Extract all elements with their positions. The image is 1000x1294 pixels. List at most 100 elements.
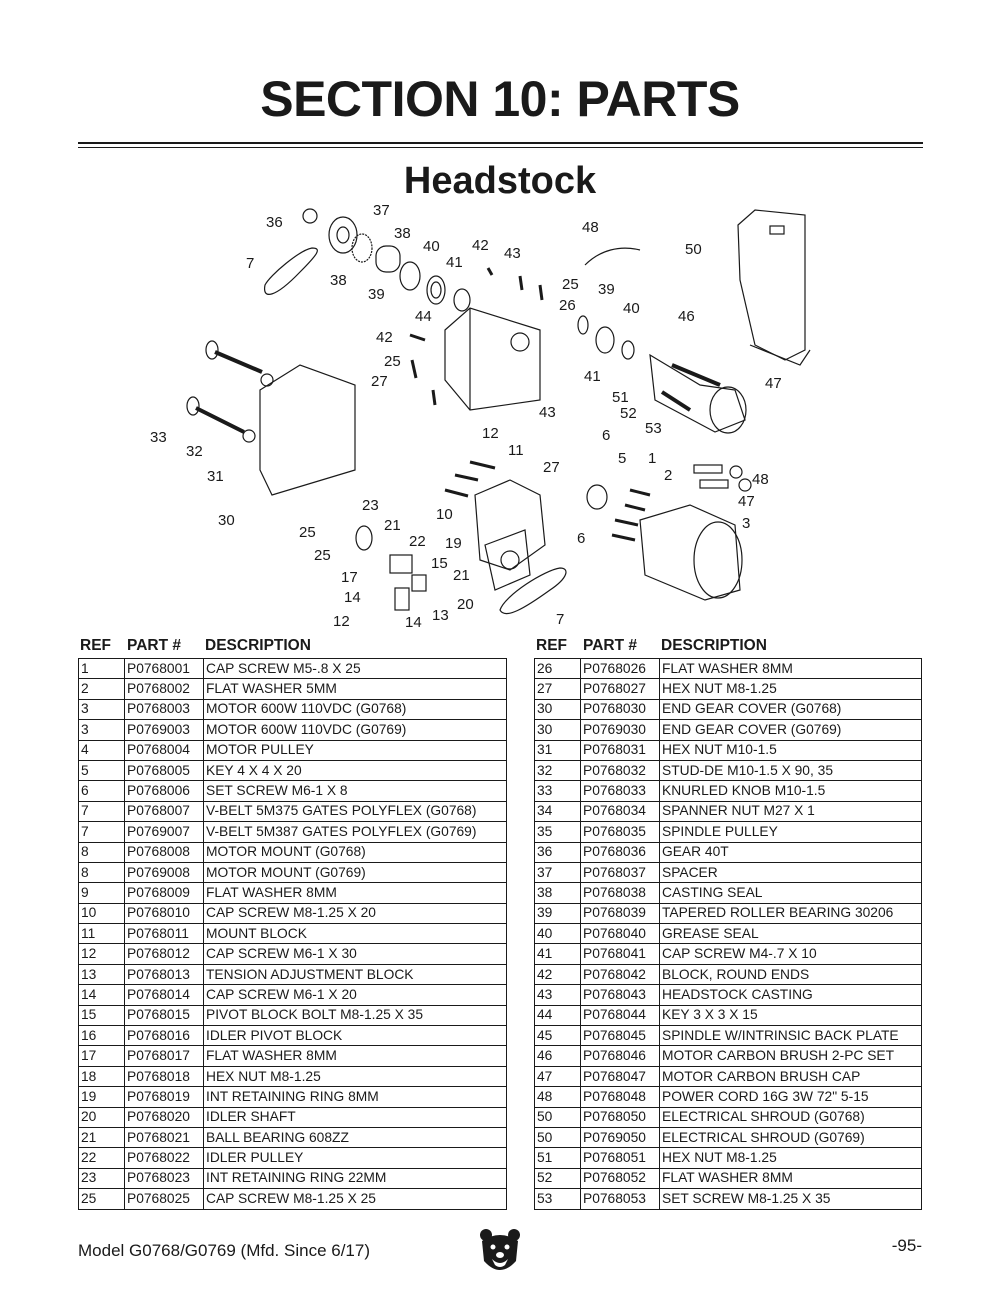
ref-cell: 50 (534, 1106, 581, 1128)
part-number-cell: P0768013 (124, 963, 204, 986)
ref-cell: 33 (534, 780, 581, 802)
description-cell: CAP SCREW M8-1.25 X 25 (203, 1188, 507, 1210)
end-gear-cover-part (259, 364, 356, 496)
part-number-cell: P0768021 (124, 1126, 204, 1149)
ref-cell: 15 (78, 1004, 125, 1027)
callout-label: 41 (446, 254, 463, 271)
callout-label: 25 (384, 353, 401, 370)
part-number-cell: P0768018 (124, 1065, 204, 1088)
callout-label: 2 (664, 467, 672, 484)
callout-label: 22 (409, 533, 426, 550)
motor-pulley-part (586, 484, 608, 510)
callout-label: 26 (559, 297, 576, 314)
grease-seal-part (453, 288, 471, 312)
part-number-cell: P0768040 (580, 923, 660, 945)
gear-part (351, 233, 373, 263)
description-cell: CAP SCREW M4-.7 X 10 (659, 943, 922, 965)
callout-label: 37 (373, 202, 390, 219)
ref-cell: 20 (78, 1106, 125, 1128)
ref-cell: 3 (78, 698, 125, 721)
callout-label: 46 (678, 308, 695, 325)
part-number-cell: P0768001 (124, 657, 204, 680)
ref-cell: 46 (534, 1045, 581, 1067)
description-cell: FLAT WASHER 8MM (659, 1167, 922, 1190)
callout-label: 38 (330, 272, 347, 289)
description-cell: HEX NUT M10-1.5 (659, 739, 922, 761)
callout-label: 51 (612, 389, 629, 406)
callout-label: 25 (314, 547, 331, 564)
description-cell: GEAR 40T (659, 841, 922, 863)
ref-cell: 2 (78, 678, 125, 700)
part-number-cell: P0768033 (580, 780, 660, 802)
description-cell: TENSION ADJUSTMENT BLOCK (203, 963, 507, 986)
ref-cell: 53 (534, 1188, 581, 1210)
description-cell: KEY 3 X 3 X 15 (659, 1004, 922, 1027)
ref-cell: 7 (78, 821, 125, 843)
description-cell: MOUNT BLOCK (203, 923, 507, 945)
ref-cell: 51 (534, 1147, 581, 1169)
callout-label: 32 (186, 443, 203, 460)
part-number-cell: P0768022 (124, 1147, 204, 1169)
description-cell: BLOCK, ROUND ENDS (659, 963, 922, 986)
ref-cell: 39 (534, 902, 581, 925)
column-header-ref: REF (536, 637, 567, 654)
callout-label: 44 (415, 308, 432, 325)
ref-cell: 41 (534, 943, 581, 965)
description-cell: MOTOR MOUNT (G0769) (203, 861, 507, 884)
column-header-part: PART # (583, 637, 637, 654)
title-rule (78, 142, 923, 144)
power-cord-part (584, 247, 641, 266)
description-cell: INT RETAINING RING 22MM (203, 1167, 507, 1190)
callout-label: 39 (598, 281, 615, 298)
description-cell: CAP SCREW M6-1 X 20 (203, 984, 507, 1006)
callout-label: 11 (508, 442, 524, 459)
page-number: -95- (891, 1236, 922, 1255)
part-number-cell: P0768017 (124, 1045, 204, 1067)
title-rule-thin (78, 147, 923, 148)
ref-cell: 14 (78, 984, 125, 1006)
description-cell: IDLER PIVOT BLOCK (203, 1025, 507, 1047)
exploded-parts-diagram: 36 37 7 38 38 40 41 39 42 43 48 50 25 26… (150, 202, 811, 631)
callout-label: 23 (362, 497, 379, 514)
ref-cell: 8 (78, 861, 125, 884)
part-number-cell: P0768009 (124, 882, 204, 904)
part-number-cell: P0768038 (580, 882, 660, 904)
callout-label: 3 (742, 515, 750, 532)
ref-cell: 27 (534, 678, 581, 700)
ref-cell: 52 (534, 1167, 581, 1190)
column-header-description: DESCRIPTION (205, 637, 311, 654)
part-number-cell: P0768008 (124, 841, 204, 863)
description-cell: IDLER PULLEY (203, 1147, 507, 1169)
part-number-cell: P0769008 (124, 861, 204, 884)
description-cell: MOTOR PULLEY (203, 739, 507, 761)
description-cell: SPACER (659, 861, 922, 884)
part-number-cell: P0768047 (580, 1065, 660, 1088)
column-header-ref: REF (80, 637, 111, 654)
description-cell: FLAT WASHER 8MM (203, 882, 507, 904)
part-number-cell: P0768027 (580, 678, 660, 700)
spindle-pulley-part (328, 216, 358, 254)
v-belt-part (263, 247, 318, 295)
